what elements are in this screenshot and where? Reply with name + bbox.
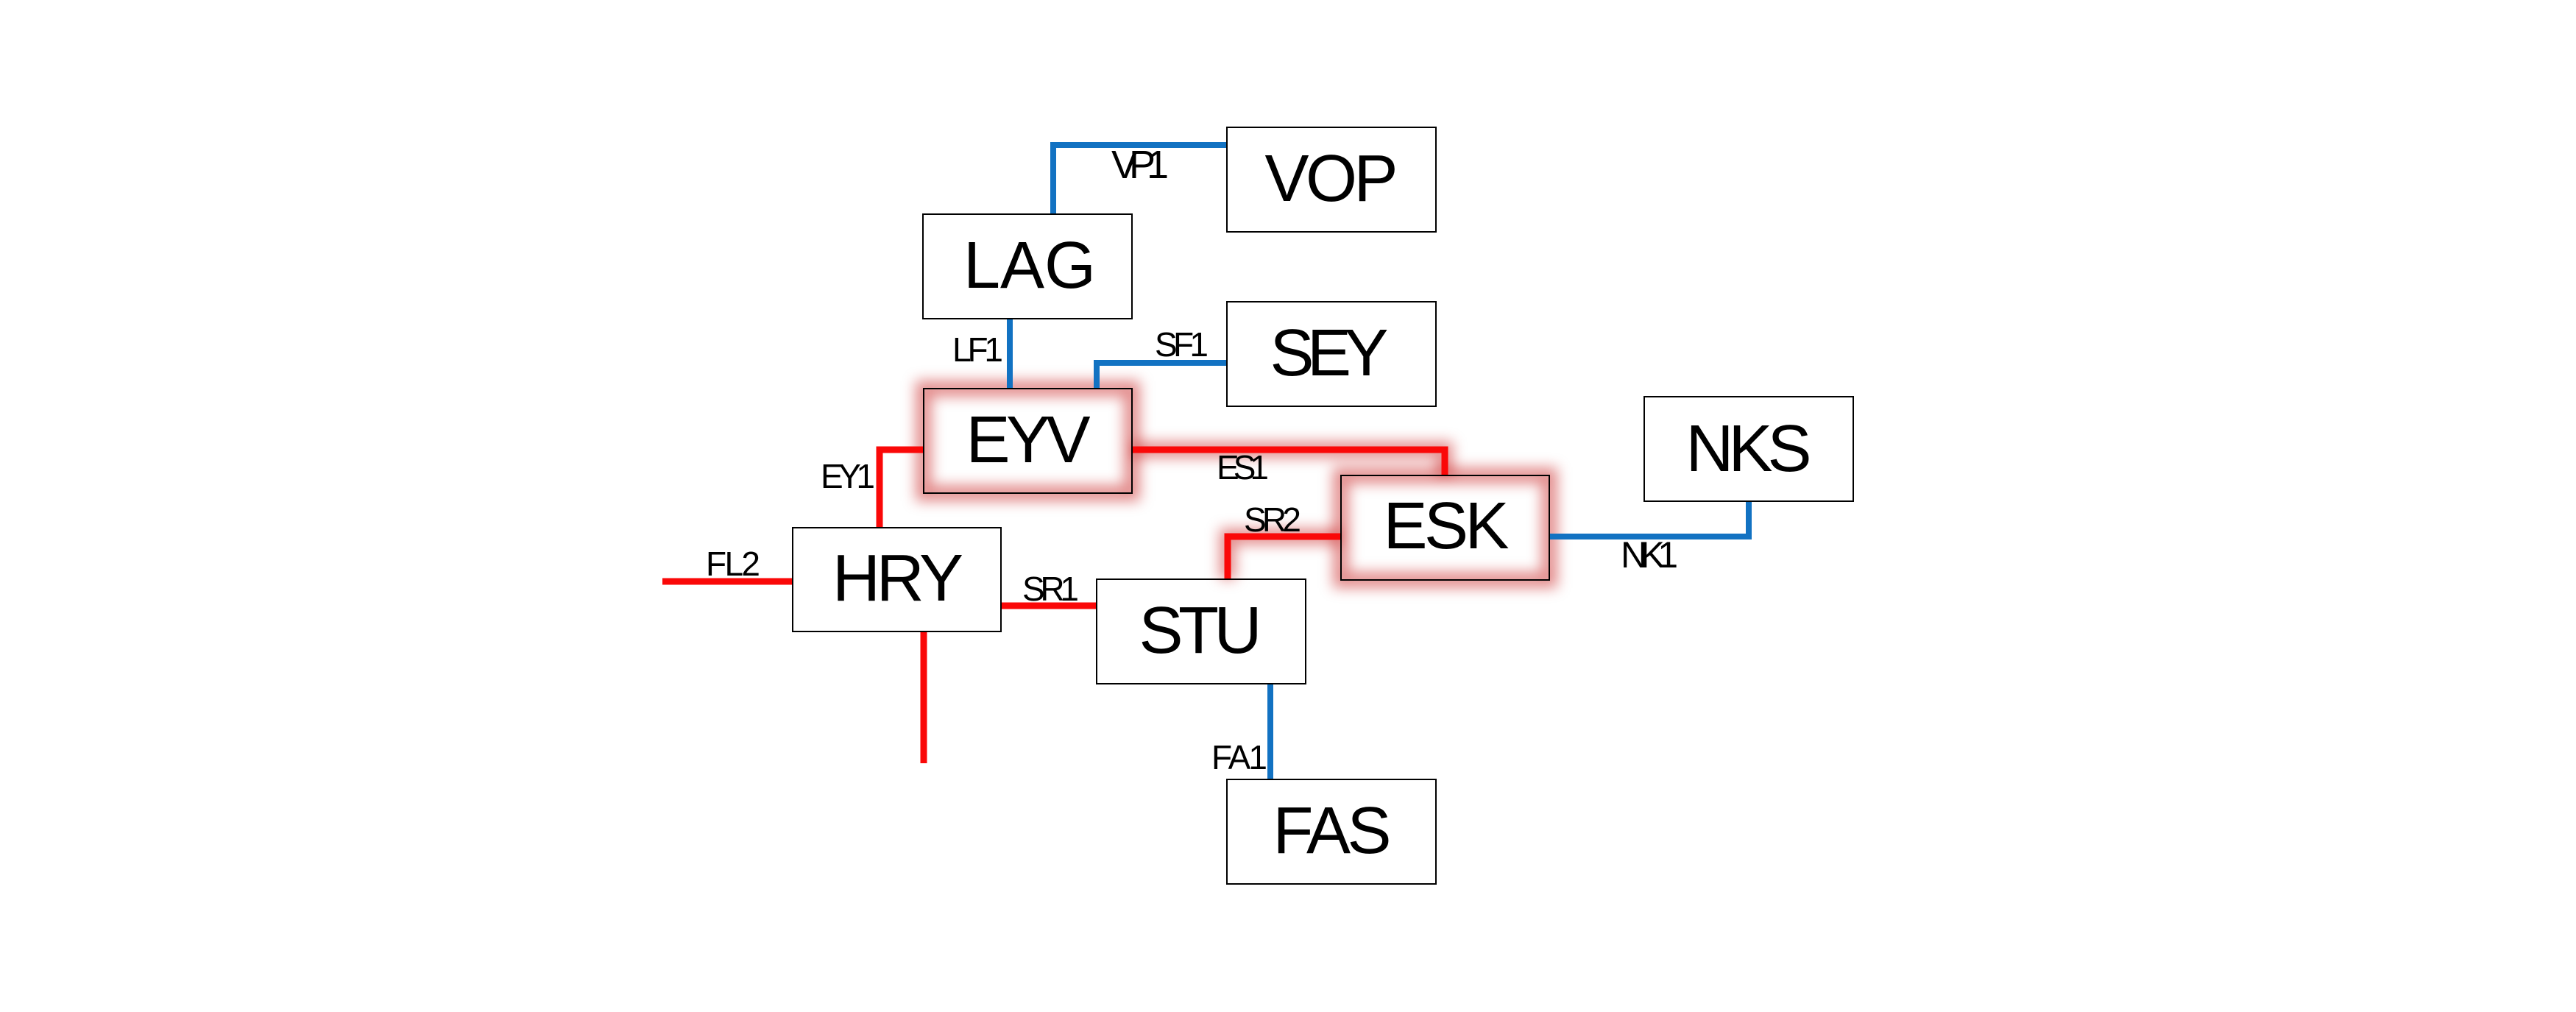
svg-text:SR2: SR2 xyxy=(1244,500,1301,539)
svg-text:ES1: ES1 xyxy=(1217,448,1269,486)
svg-text:VP1: VP1 xyxy=(1111,143,1169,187)
svg-text:ESK: ESK xyxy=(1384,489,1510,563)
svg-text:SEY: SEY xyxy=(1270,316,1389,390)
svg-text:NKS: NKS xyxy=(1686,412,1812,486)
svg-text:EY1: EY1 xyxy=(821,457,875,495)
svg-text:VOP: VOP xyxy=(1265,142,1398,216)
svg-text:LAG: LAG xyxy=(963,229,1096,302)
svg-text:EYV: EYV xyxy=(966,403,1091,477)
svg-text:LF1: LF1 xyxy=(952,330,1003,369)
svg-text:SR1: SR1 xyxy=(1022,570,1079,608)
svg-text:SF1: SF1 xyxy=(1155,325,1209,364)
svg-text:FL2: FL2 xyxy=(706,545,760,583)
svg-text:STU: STU xyxy=(1139,594,1262,668)
svg-text:FAS: FAS xyxy=(1273,794,1392,868)
svg-text:NK1: NK1 xyxy=(1621,534,1678,576)
svg-text:HRY: HRY xyxy=(832,542,963,615)
svg-text:FA1: FA1 xyxy=(1211,738,1267,776)
